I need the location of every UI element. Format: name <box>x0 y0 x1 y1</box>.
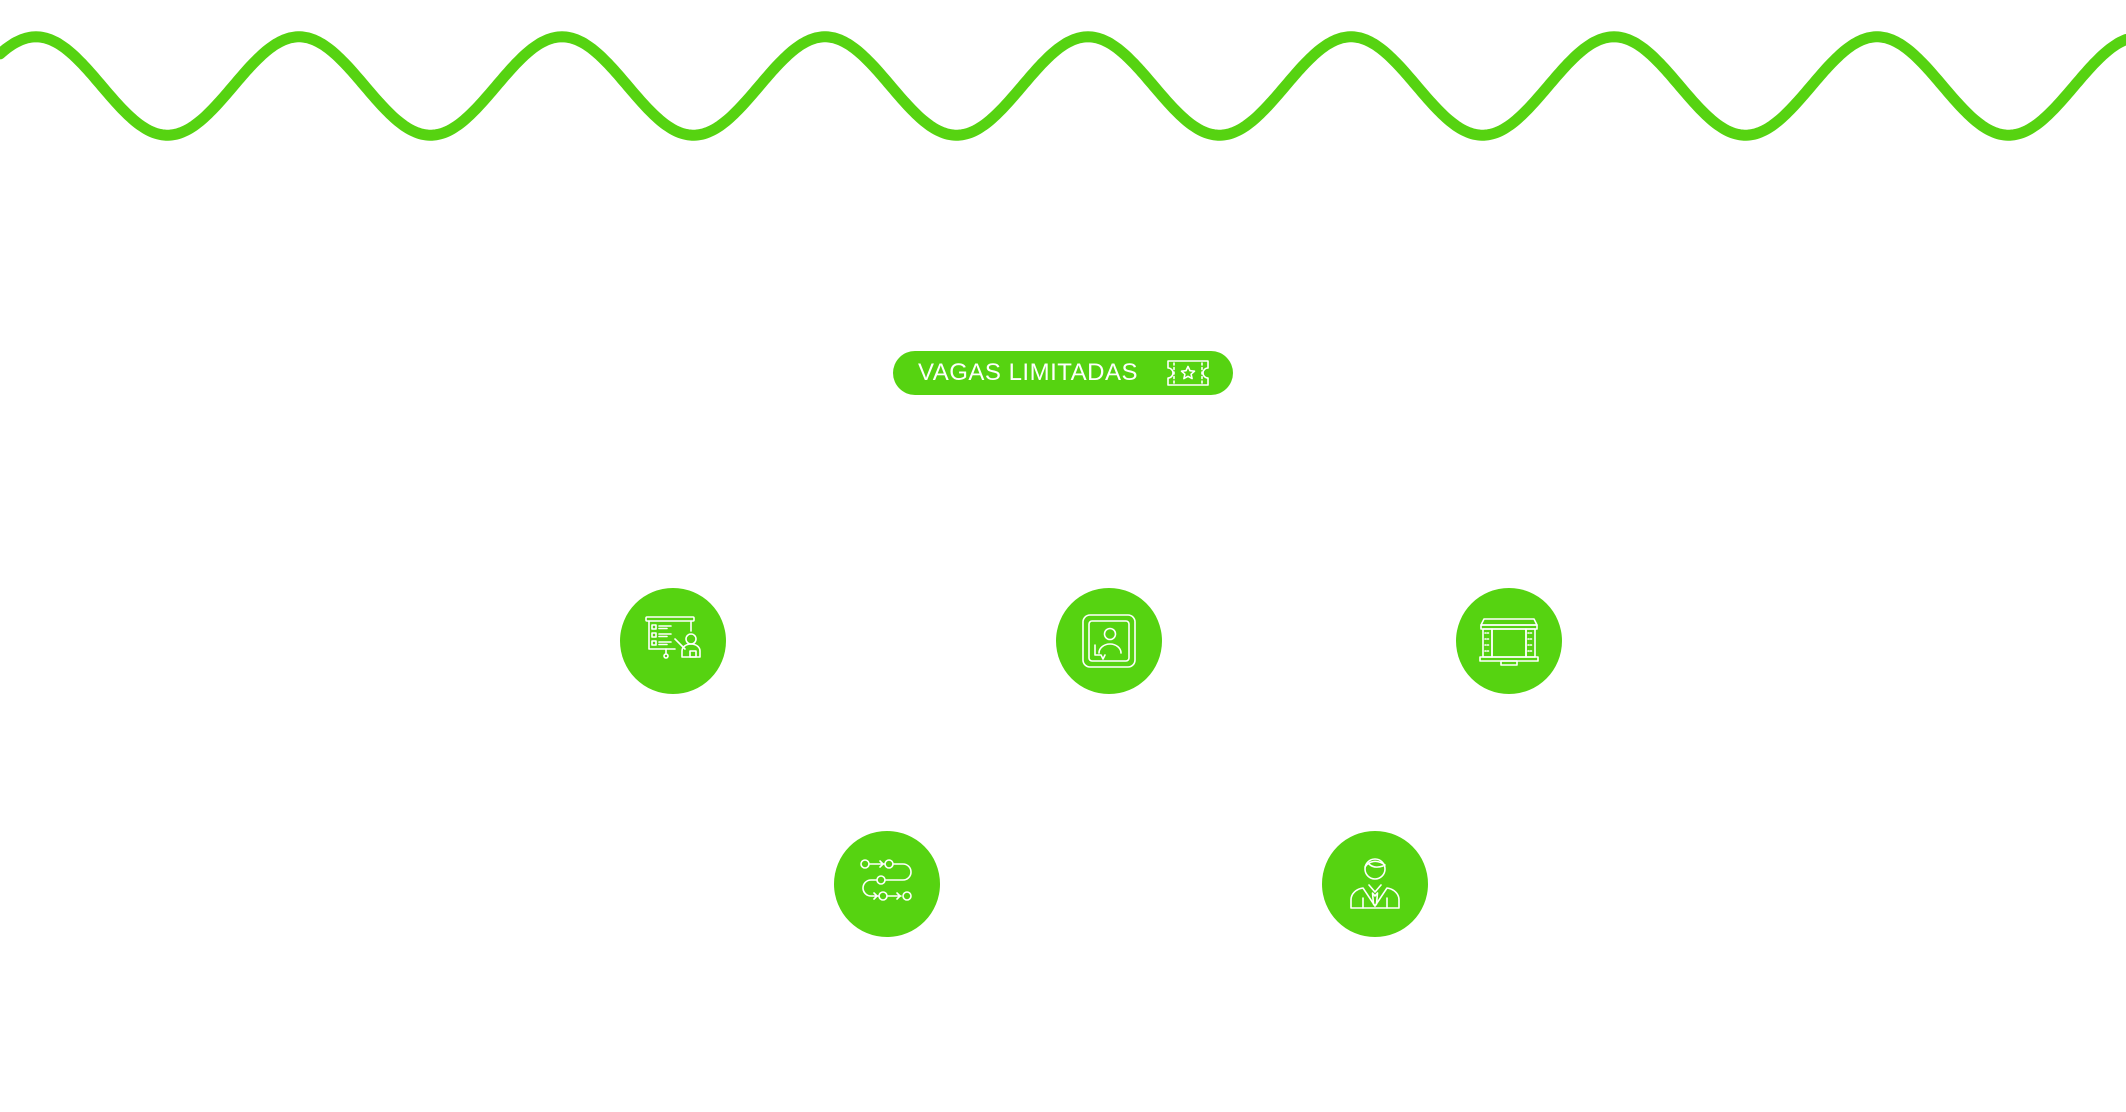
profile-screen-icon <box>1082 614 1136 668</box>
stage-curtain-icon <box>1479 618 1539 666</box>
limited-spots-badge[interactable]: VAGAS LIMITADAS <box>893 351 1233 395</box>
ticket-star-icon <box>1167 360 1209 386</box>
feature-presentation <box>620 588 726 694</box>
businessman-icon <box>1350 858 1400 909</box>
process-flow-icon <box>860 859 912 901</box>
feature-businessman <box>1322 831 1428 937</box>
badge-label: VAGAS LIMITADAS <box>918 359 1138 386</box>
feature-process <box>834 831 940 937</box>
presentation-board-icon <box>645 616 701 659</box>
wave-border-decoration <box>0 31 2126 141</box>
feature-profile-screen <box>1056 588 1162 694</box>
feature-stage <box>1456 588 1562 694</box>
